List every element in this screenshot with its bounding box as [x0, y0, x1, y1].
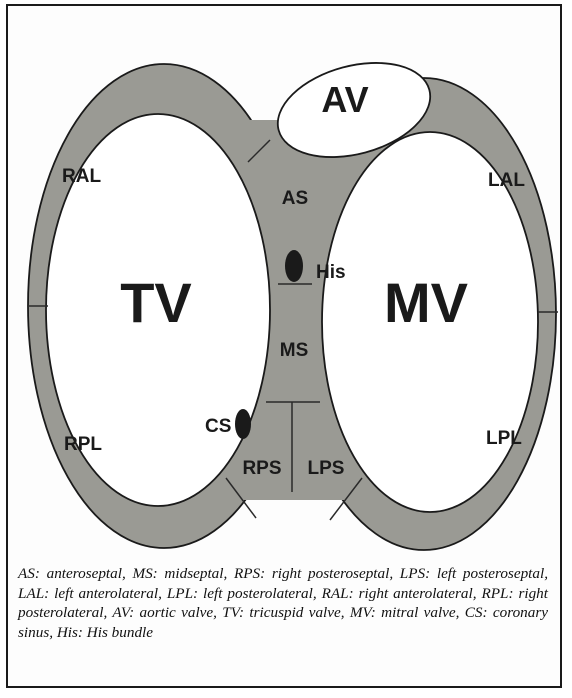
figure-caption: AS: anteroseptal, MS: midseptal, RPS: ri… [18, 564, 548, 642]
label-av: AV [321, 79, 368, 120]
label-ms: MS [280, 340, 309, 361]
heart-valve-diagram: AV TV MV AS MS His CS RPS LPS RAL LAL RP… [0, 0, 572, 560]
label-rps: RPS [242, 458, 281, 479]
label-cs: CS [205, 416, 231, 437]
label-lpl: LPL [486, 428, 522, 449]
label-mv: MV [384, 271, 468, 334]
coronary-sinus-marker [235, 409, 251, 439]
his-bundle-marker [285, 250, 303, 282]
label-as: AS [282, 188, 308, 209]
label-his: His [316, 262, 346, 283]
label-tv: TV [120, 271, 192, 334]
label-ral: RAL [62, 166, 101, 187]
label-lal: LAL [488, 170, 525, 191]
label-lps: LPS [308, 458, 345, 479]
label-rpl: RPL [64, 434, 102, 455]
